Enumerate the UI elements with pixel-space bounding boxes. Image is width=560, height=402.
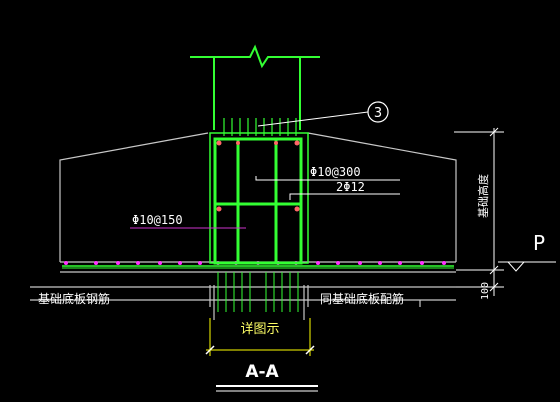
- label-detail: 详图示: [240, 322, 279, 337]
- corner-bar: [216, 206, 222, 212]
- rebar-dot: [136, 261, 140, 265]
- label-p: P: [533, 231, 545, 255]
- rebar-dot: [420, 261, 424, 265]
- rebar-leaders: [255, 176, 400, 200]
- foundation-left-slope: [59, 132, 209, 262]
- height-dimension: [454, 127, 504, 296]
- foundation-right-slope: [307, 132, 457, 262]
- base-rebar: [62, 261, 454, 269]
- label-bars: 2Φ12: [336, 180, 365, 194]
- rebar-dot: [336, 261, 340, 265]
- cage-outer: [209, 132, 309, 264]
- label-dim-100: 100: [480, 282, 491, 300]
- callout-leader: [257, 111, 369, 127]
- label-same-as-base: 同基础底板配筋: [320, 291, 404, 306]
- corner-bar: [216, 140, 222, 146]
- cage-stirrup: [213, 137, 303, 265]
- rebar-dot: [358, 261, 362, 265]
- corner-bars: [216, 140, 300, 212]
- rebar-dot: [178, 261, 182, 265]
- callout-circle: [367, 101, 389, 123]
- leader-bars: [289, 193, 400, 200]
- rebar-dot: [316, 261, 320, 265]
- callout-number: 3: [374, 106, 382, 121]
- corner-bar: [274, 141, 278, 145]
- column-cage: [209, 118, 309, 312]
- height-dim-tick-bottom: [489, 282, 499, 292]
- rebar-dot: [64, 261, 68, 265]
- elevation-marker: [498, 261, 556, 272]
- section-title: A-A: [245, 362, 279, 382]
- column-break-line: [190, 44, 320, 69]
- rebar-dot: [198, 261, 202, 265]
- rebar-dot: [94, 261, 98, 265]
- rebar-dot: [442, 261, 446, 265]
- callout-3: 3: [257, 101, 389, 127]
- rebar-dot: [378, 261, 382, 265]
- detail-dim-tick-right: [305, 345, 315, 355]
- corner-bar: [294, 140, 300, 146]
- rebar-dot: [158, 261, 162, 265]
- detail-dimension: [205, 318, 315, 356]
- rebar-dot: [398, 261, 402, 265]
- label-base-rebar: 基础底板钢筋: [38, 291, 110, 306]
- leader-stirrup-top: [255, 176, 400, 181]
- height-dim-tick-top: [489, 127, 499, 137]
- corner-bar: [294, 206, 300, 212]
- height-dim-tick-mid: [489, 265, 499, 275]
- elevation-marker-triangle: [507, 261, 525, 272]
- rebar-dot: [116, 261, 120, 265]
- label-stirrup-top: Φ10@300: [310, 165, 361, 179]
- detail-dim-tick-left: [205, 345, 215, 355]
- label-height-vertical: 基础高度: [476, 174, 490, 218]
- corner-bar: [236, 141, 240, 145]
- label-stirrup-left: Φ10@150: [132, 213, 183, 227]
- column-above: [190, 44, 320, 130]
